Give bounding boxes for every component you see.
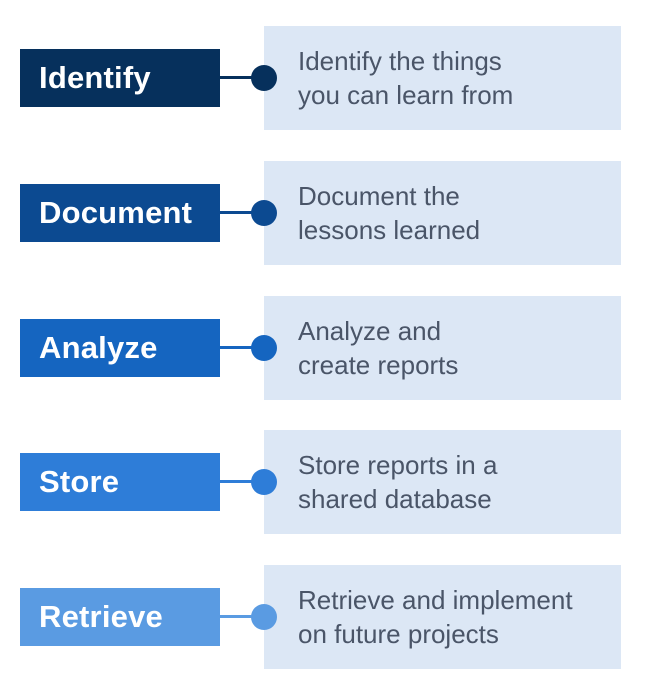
step-label-store: Store (20, 453, 220, 511)
step-description-analyze: Analyze and create reports (264, 296, 621, 400)
step-document: Document Document the lessons learned (0, 161, 645, 265)
step-analyze: Analyze Analyze and create reports (0, 296, 645, 400)
step-label-retrieve: Retrieve (20, 588, 220, 646)
description-line: Analyze and (298, 316, 442, 346)
description-line: on future projects (298, 619, 499, 649)
step-store: Store Store reports in a shared database (0, 430, 645, 534)
description-line: lessons learned (298, 215, 481, 245)
connector-dot (251, 65, 277, 91)
connector-line (219, 211, 263, 214)
description-line: Identify the things (298, 46, 502, 76)
connector-dot (251, 469, 277, 495)
description-line: shared database (298, 484, 492, 514)
step-description-retrieve: Retrieve and implement on future project… (264, 565, 621, 669)
connector-dot (251, 604, 277, 630)
description-line: Store reports in a (298, 450, 498, 480)
step-description-store: Store reports in a shared database (264, 430, 621, 534)
step-description-identify: Identify the things you can learn from (264, 26, 621, 130)
step-label-document: Document (20, 184, 220, 242)
connector-line (219, 480, 263, 483)
connector-line (219, 615, 263, 618)
connector-line (219, 76, 263, 79)
connector-line (219, 346, 263, 349)
step-retrieve: Retrieve Retrieve and implement on futur… (0, 565, 645, 669)
step-identify: Identify Identify the things you can lea… (0, 26, 645, 130)
step-label-identify: Identify (20, 49, 220, 107)
connector-dot (251, 335, 277, 361)
description-line: Retrieve and implement (298, 585, 573, 615)
description-line: Document the (298, 181, 460, 211)
description-line: create reports (298, 350, 459, 380)
step-description-document: Document the lessons learned (264, 161, 621, 265)
connector-dot (251, 200, 277, 226)
step-label-analyze: Analyze (20, 319, 220, 377)
description-line: you can learn from (298, 80, 514, 110)
